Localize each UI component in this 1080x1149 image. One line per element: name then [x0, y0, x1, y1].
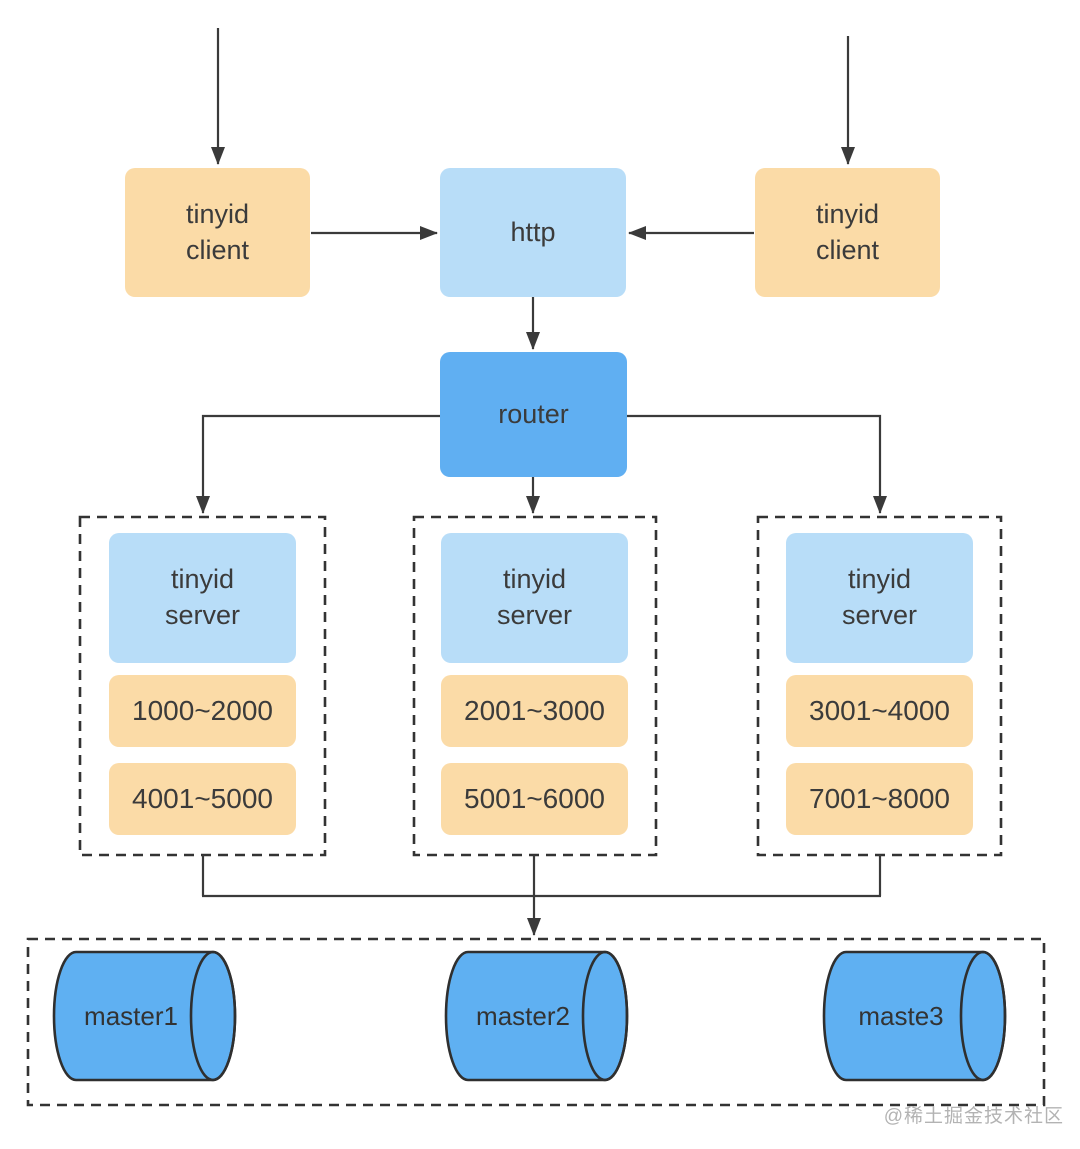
tinyid-client-left-node: tinyid client: [125, 168, 310, 297]
tinyid-client-left-label: tinyid client: [185, 198, 250, 265]
arrow-router-to-group1: [196, 414, 440, 514]
id-range-node-3a: 3001~4000: [786, 675, 973, 747]
id-range-node-1b: 4001~5000: [109, 763, 296, 835]
tinyid-server-node-2: tinyid server: [441, 533, 628, 663]
id-range-node-2b: 5001~6000: [441, 763, 628, 835]
database-cylinder-icon: [52, 950, 237, 1082]
id-range-node-2a: 2001~3000: [441, 675, 628, 747]
id-range-label-3b: 7001~8000: [809, 782, 950, 814]
id-range-label-2a: 2001~3000: [464, 694, 605, 726]
database-master2-label: master2: [476, 1000, 570, 1031]
database-cylinder-icon: [444, 950, 629, 1082]
database-master1-label: master1: [84, 1000, 178, 1031]
id-range-label-2b: 5001~6000: [464, 782, 605, 814]
tinyid-server-node-3: tinyid server: [786, 533, 973, 663]
tinyid-client-right-node: tinyid client: [755, 168, 940, 297]
router-node: router: [440, 352, 627, 477]
router-label: router: [498, 398, 569, 429]
arrow-router-to-group3: [627, 414, 887, 514]
id-range-label-3a: 3001~4000: [809, 694, 950, 726]
id-range-label-1a: 1000~2000: [132, 694, 273, 726]
database-cluster-box: [26, 937, 1046, 1107]
database-maste3-label: maste3: [858, 1000, 944, 1031]
id-range-node-3b: 7001~8000: [786, 763, 973, 835]
http-label: http: [510, 216, 556, 247]
tinyid-server-label-2: tinyid server: [496, 564, 572, 630]
community-watermark: @稀土掘金技术社区: [883, 1106, 1064, 1127]
tinyid-server-label-1: tinyid server: [164, 564, 240, 630]
id-range-label-1b: 4001~5000: [132, 782, 273, 814]
tinyid-server-node-1: tinyid server: [109, 533, 296, 663]
tinyid-client-right-label: tinyid client: [815, 198, 880, 265]
http-node: http: [440, 168, 626, 297]
database-master1-node: master1: [52, 950, 237, 1082]
tinyid-server-label-3: tinyid server: [841, 564, 917, 630]
id-range-node-1a: 1000~2000: [109, 675, 296, 747]
database-cylinder-icon: [822, 950, 1007, 1082]
database-master2-node: master2: [444, 950, 629, 1082]
database-maste3-node: maste3: [822, 950, 1007, 1082]
